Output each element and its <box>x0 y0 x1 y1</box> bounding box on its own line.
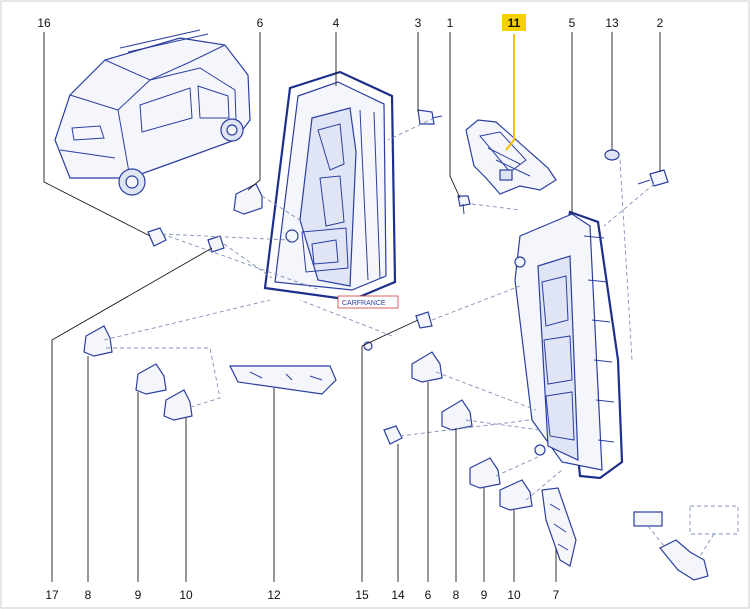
callout-6-bottom: 6 <box>425 588 432 602</box>
bottom-labels: 17 8 9 10 12 15 14 6 8 9 10 7 <box>45 588 559 602</box>
callout-10-right: 10 <box>507 588 521 602</box>
watermark-text: CARFRANCE <box>342 300 386 307</box>
callout-7: 7 <box>553 588 560 602</box>
callout-11-highlight <box>502 14 526 31</box>
callout-17: 17 <box>45 588 59 602</box>
lens-strip-12 <box>229 365 337 395</box>
bulb-10-left <box>163 389 193 421</box>
top-labels: 16 6 4 3 1 11 5 13 2 <box>37 14 664 31</box>
bulb-9-right <box>469 457 501 489</box>
callout-6-top: 6 <box>257 16 264 30</box>
screw-1 <box>457 195 471 215</box>
bulb-6-right <box>411 351 443 383</box>
clip-14 <box>383 425 403 445</box>
clip-17 <box>207 235 225 253</box>
callout-16: 16 <box>37 16 51 30</box>
callout-5: 5 <box>569 16 576 30</box>
bulb-6-left <box>233 183 263 215</box>
bulb-socket-detail <box>633 505 739 581</box>
callout-12: 12 <box>267 588 281 602</box>
callout-8-right: 8 <box>453 588 460 602</box>
callout-10-left: 10 <box>179 588 193 602</box>
reflector-7 <box>541 487 577 567</box>
screw-3 <box>417 109 443 125</box>
mounting-bracket <box>465 119 557 195</box>
left-tail-lamp <box>263 70 397 351</box>
leader-lines <box>43 32 661 582</box>
callout-13: 13 <box>605 16 619 30</box>
callout-3: 3 <box>415 16 422 30</box>
callout-1: 1 <box>447 16 454 30</box>
right-tail-lamp <box>514 210 624 480</box>
bulb-8-left <box>83 325 113 357</box>
bulb-9-left <box>135 363 167 395</box>
callout-14: 14 <box>391 588 405 602</box>
callout-4: 4 <box>333 16 340 30</box>
callout-15: 15 <box>355 588 369 602</box>
assembly-guides <box>103 117 655 501</box>
bulb-10-right <box>499 479 533 511</box>
screw-2 <box>637 169 669 187</box>
callout-2: 2 <box>657 16 664 30</box>
callout-9-left: 9 <box>135 588 142 602</box>
clip-16 <box>147 227 167 247</box>
callout-8-left: 8 <box>85 588 92 602</box>
callout-9-right: 9 <box>481 588 488 602</box>
vehicle-illustration <box>54 29 251 196</box>
callout-11: 11 <box>508 16 521 30</box>
watermark: CARFRANCE <box>337 295 399 309</box>
bulb-8-right <box>441 399 473 431</box>
clip-15 <box>415 311 433 329</box>
nut-13 <box>604 149 620 161</box>
